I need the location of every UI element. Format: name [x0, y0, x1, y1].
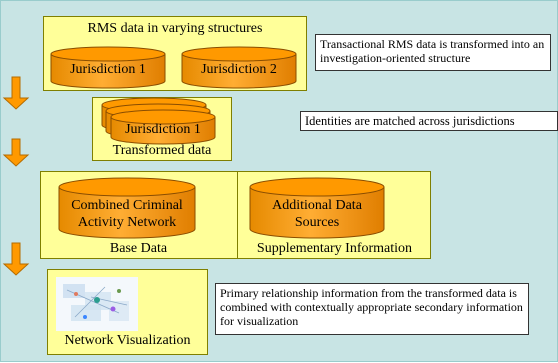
- transform-note: Transactional RMS data is transformed in…: [315, 34, 551, 71]
- database-cylinder-icon: [50, 46, 166, 89]
- combined-data-divider: [237, 171, 238, 259]
- database-stack-icon: [101, 97, 216, 145]
- arrow-down-icon: [2, 76, 30, 110]
- network-visualization-caption: Network Visualization: [64, 333, 191, 348]
- jurisdiction-1-label: Jurisdiction 1: [70, 62, 146, 77]
- jurisdiction-2-label: Jurisdiction 2: [201, 62, 277, 77]
- identity-matching-note: Identities are matched across jurisdicti…: [300, 111, 558, 131]
- base-data-caption: Base Data: [109, 241, 168, 256]
- database-cylinder-icon: [58, 177, 196, 239]
- arrow-down-icon: [2, 242, 30, 276]
- database-cylinder-icon: [181, 46, 297, 89]
- network-graph-thumbnail-icon: [56, 277, 138, 331]
- transformed-data-caption: Transformed data: [112, 143, 212, 158]
- transformed-jurisdiction-label: Jurisdiction 1: [125, 122, 201, 137]
- arrow-down-icon: [2, 138, 30, 167]
- database-cylinder-icon: [249, 177, 385, 239]
- combined-network-label: Combined Criminal Activity Network: [71, 198, 183, 230]
- visualization-note: Primary relationship information from th…: [215, 283, 529, 335]
- supplementary-info-caption: Supplementary Information: [256, 241, 413, 256]
- additional-sources-label: Additional Data Sources: [272, 198, 362, 230]
- rms-data-title: RMS data in varying structures: [87, 21, 263, 36]
